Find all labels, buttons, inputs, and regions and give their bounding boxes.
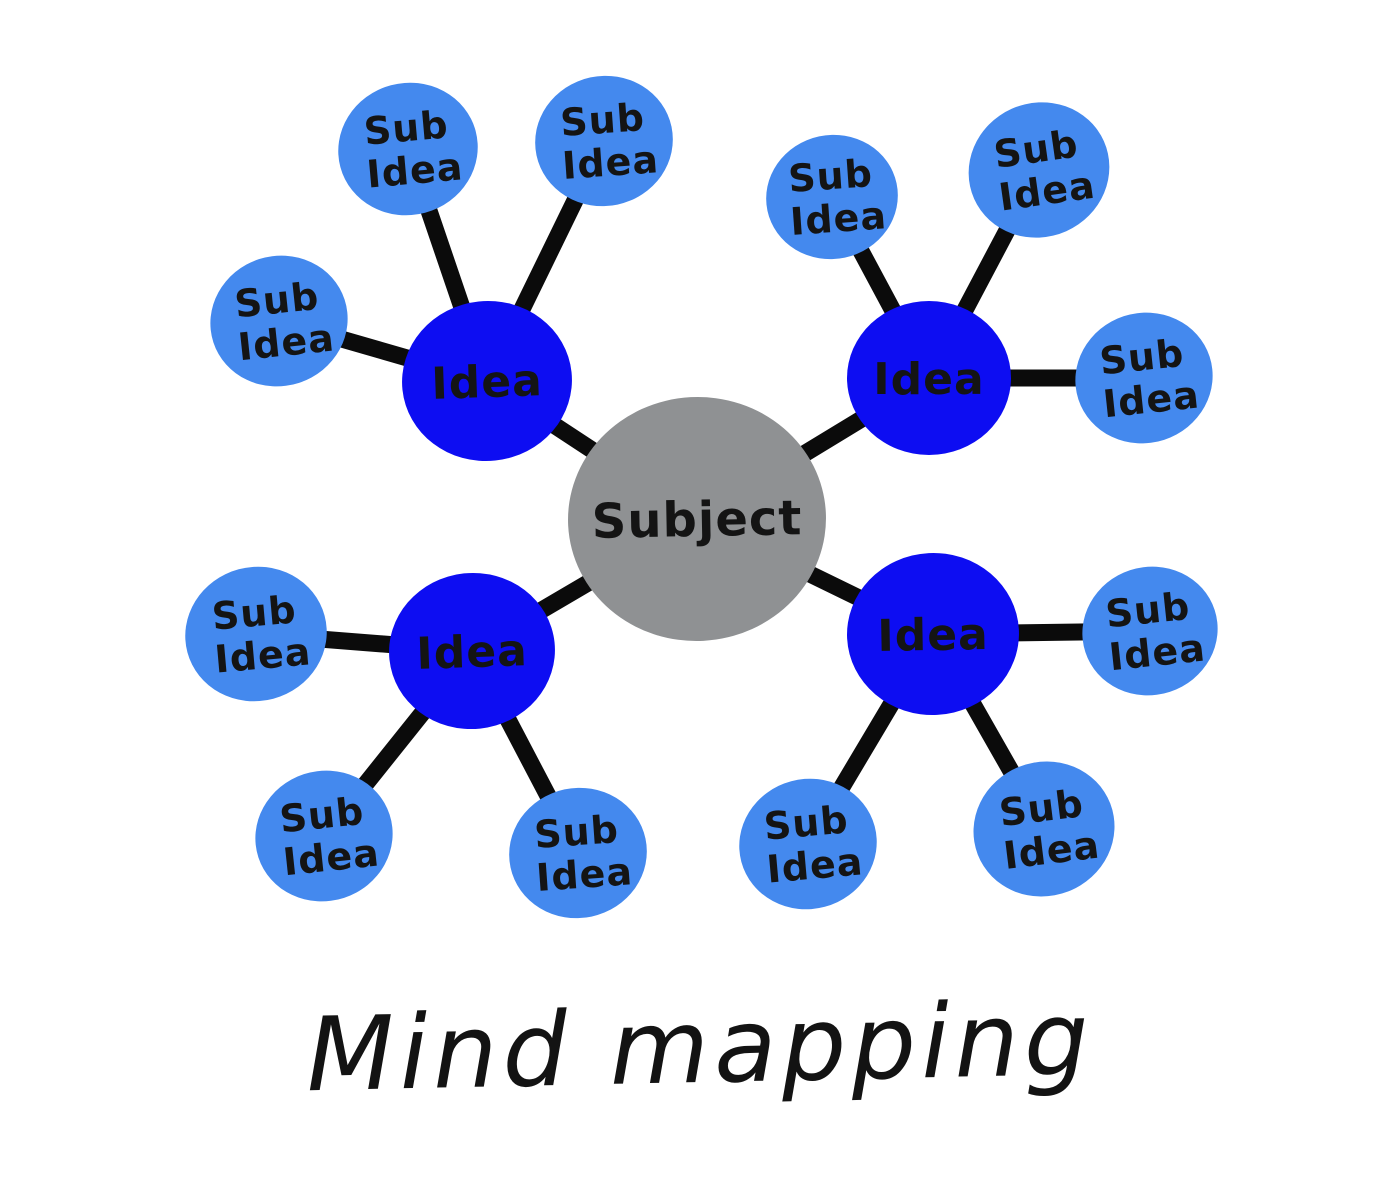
node-label: Idea	[430, 355, 543, 410]
sub-idea-circle	[968, 102, 1110, 238]
node-label: SubIdea	[761, 797, 865, 892]
node-label: Idea	[415, 625, 528, 680]
node-label: SubIdea	[276, 788, 381, 885]
sub-idea-circle	[338, 82, 478, 216]
sub-idea-circle	[1082, 566, 1218, 696]
node-sub-br-3: SubIdea	[1082, 566, 1218, 696]
node-label: SubIdea	[558, 94, 661, 188]
node-idea-tr: Idea	[847, 301, 1011, 455]
node-label: Idea	[873, 354, 984, 405]
node-subject: Subject	[568, 396, 826, 642]
node-label: SubIdea	[1102, 583, 1207, 680]
node-label: SubIdea	[209, 587, 313, 682]
node-label: SubIdea	[786, 150, 889, 244]
idea-circle	[847, 552, 1019, 716]
sub-idea-circle	[739, 778, 877, 910]
sub-idea-circle	[1075, 312, 1213, 444]
node-sub-tl-1: SubIdea	[338, 82, 478, 216]
node-label: Subject	[591, 490, 802, 550]
sub-idea-circle	[535, 75, 673, 207]
node-sub-bl-3: SubIdea	[509, 787, 647, 919]
node-sub-bl-1: SubIdea	[185, 566, 327, 702]
node-sub-tr-1: SubIdea	[766, 134, 898, 260]
node-idea-br: Idea	[847, 552, 1019, 716]
idea-circle	[847, 301, 1011, 455]
idea-circle	[402, 300, 572, 462]
node-label: SubIdea	[532, 806, 635, 900]
node-label: SubIdea	[231, 273, 336, 370]
sub-idea-circle	[509, 787, 647, 919]
node-idea-bl: Idea	[389, 572, 555, 730]
node-sub-bl-2: SubIdea	[255, 770, 393, 902]
node-sub-tr-2: SubIdea	[968, 102, 1110, 238]
node-sub-br-1: SubIdea	[739, 778, 877, 910]
node-sub-tr-3: SubIdea	[1075, 312, 1213, 444]
node-label: Idea	[877, 609, 989, 662]
subject-circle	[568, 396, 826, 642]
sub-idea-circle	[973, 761, 1115, 897]
node-idea-tl: Idea	[402, 300, 572, 462]
node-sub-tl-3: SubIdea	[210, 255, 348, 387]
idea-circle	[389, 572, 555, 730]
sub-idea-circle	[210, 255, 348, 387]
sub-idea-circle	[255, 770, 393, 902]
node-label: SubIdea	[1096, 330, 1201, 427]
node-label: SubIdea	[361, 102, 465, 197]
node-sub-br-2: SubIdea	[973, 761, 1115, 897]
node-sub-tl-2: SubIdea	[535, 75, 673, 207]
sub-idea-circle	[185, 566, 327, 702]
node-label: SubIdea	[990, 120, 1098, 220]
sub-idea-circle	[766, 134, 898, 260]
